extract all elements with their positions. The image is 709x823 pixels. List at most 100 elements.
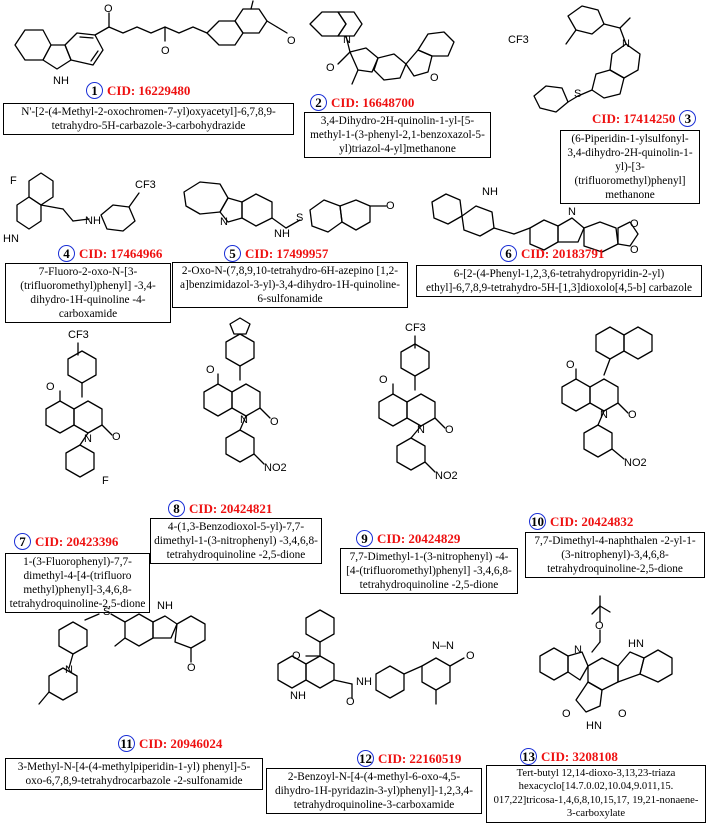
- structure-11: S N NH O: [5, 600, 235, 730]
- compound-number: 9: [356, 530, 373, 547]
- atom-label-o: O: [562, 708, 571, 720]
- compound-cid: CID: 3208108: [541, 748, 618, 764]
- atom-label-nh: NH: [274, 228, 290, 240]
- atom-label-cf3: CF3: [405, 322, 426, 334]
- atom-label-f: F: [10, 175, 17, 187]
- compound-cid: CID: 17499957: [245, 245, 329, 261]
- atom-label-hn: HN: [628, 638, 644, 650]
- compound-cid: CID: 20424821: [189, 500, 273, 516]
- atom-label-cf3: CF3: [508, 34, 529, 46]
- atom-label-hn: HN: [3, 233, 19, 245]
- atom-label-o: O: [270, 416, 279, 428]
- atom-label-nh: NH: [85, 215, 101, 227]
- atom-label-n: N: [343, 34, 351, 46]
- atom-label-o: O: [466, 650, 475, 662]
- compound-cid: CID: 20424832: [550, 513, 634, 529]
- compound-tag-4: 4 CID: 17464966: [58, 245, 162, 262]
- atom-label-nh: NH: [290, 690, 306, 702]
- atom-label-o: O: [379, 374, 388, 386]
- structure-12: O NH O NH N–N O: [277, 609, 502, 730]
- atom-label-f: F: [102, 475, 109, 487]
- compound-number: 7: [14, 533, 31, 550]
- compound-name: 3-Methyl-N-[4-(4-methylpiperidin-1-yl) p…: [5, 758, 263, 790]
- atom-label-o: O: [445, 424, 454, 436]
- atom-label-cf3: CF3: [135, 179, 156, 191]
- compound-cid: CID: 20946024: [139, 735, 223, 751]
- compound-name: 7-Fluoro-2-oxo-N-[3-(trifluoromethyl)phe…: [5, 263, 171, 323]
- structure-13: O N HN O O HN: [500, 595, 709, 750]
- atom-label-n: N: [568, 206, 576, 218]
- atom-label-o: O: [326, 62, 335, 74]
- compound-number: 1: [86, 82, 103, 99]
- compound-cid: CID: 20183791: [521, 245, 605, 261]
- compound-number: 3: [679, 110, 697, 127]
- atom-label-no2: NO2: [435, 470, 458, 482]
- structure-10: O N O NO2: [530, 315, 700, 505]
- structure-5: N S NH O: [180, 180, 410, 250]
- atom-label-nh: NH: [356, 676, 372, 688]
- compound-name: Tert-butyl 12,14-dioxo-3,13,23-triaza he…: [486, 765, 706, 823]
- atom-label-o: O: [595, 620, 604, 632]
- atom-label-o: O: [292, 650, 301, 662]
- compound-name: 3,4-Dihydro-2H-quinolin-1-yl-[5-methyl-1…: [304, 112, 491, 158]
- compound-name: (6-Piperidin-1-ylsulfonyl-3,4-dihydro-2H…: [560, 130, 700, 204]
- atom-label-nh: NH: [53, 75, 69, 87]
- compound-number: 2: [310, 94, 327, 111]
- atom-label-s: S: [103, 606, 111, 618]
- compound-cid: CID: 16229480: [107, 82, 191, 98]
- compound-number: 10: [529, 513, 546, 530]
- atom-label-o: O: [628, 409, 637, 421]
- atom-label-nh: NH: [482, 186, 498, 198]
- atom-label-o: O: [187, 662, 196, 674]
- atom-label-cf3: CF3: [68, 329, 89, 341]
- structure-8: O N O NO2: [178, 317, 318, 508]
- atom-label-no2: NO2: [264, 462, 287, 474]
- compound-name: N'-[2-(4-Methyl-2-oxochromen-7-yl)oxyace…: [3, 103, 294, 135]
- atom-label-n: N: [240, 414, 248, 426]
- compound-cid: CID: 17464966: [79, 245, 163, 261]
- structure-6: NH N O O: [422, 172, 702, 262]
- atom-label-o: O: [630, 244, 639, 256]
- structure-2: N O O: [298, 4, 488, 104]
- atom-label-nh: NH: [157, 600, 173, 612]
- atom-label-o: O: [112, 431, 121, 443]
- atom-label-o: O: [104, 3, 113, 15]
- atom-label-o: O: [630, 218, 639, 230]
- atom-label-n: N: [600, 409, 608, 421]
- compound-tag-5: 5 CID: 17499957: [224, 245, 328, 262]
- compound-name: 7,7-Dimethyl-1-(3-nitrophenyl) -4-[4-(tr…: [340, 548, 518, 594]
- compound-number: 11: [118, 735, 135, 752]
- compound-name: 7,7-Dimethyl-4-naphthalen -2-yl-1-(3-nit…: [525, 532, 705, 578]
- compound-tag-10: 10 CID: 20424832: [529, 513, 633, 530]
- compound-tag-11: 11 CID: 20946024: [118, 735, 222, 752]
- compound-cid: CID: 20424829: [377, 530, 461, 546]
- atom-label-hn: HN: [586, 720, 602, 732]
- compound-number: 4: [58, 245, 75, 262]
- atom-label-s: S: [574, 88, 582, 100]
- compound-name: 6-[2-(4-Phenyl-1,2,3,6-tetrahydropyridin…: [416, 265, 702, 297]
- compound-cid: CID: 16648700: [331, 94, 415, 110]
- atom-label-o: O: [386, 200, 395, 212]
- compound-number: 6: [500, 245, 517, 262]
- atom-label-o: O: [161, 45, 170, 57]
- compound-tag-9: 9 CID: 20424829: [356, 530, 460, 547]
- compound-name: 2-Benzoyl-N-[4-(4-methyl-6-oxo-4,5-dihyd…: [266, 768, 482, 814]
- atom-label-n: N: [65, 664, 73, 676]
- atom-label-o: O: [346, 696, 355, 708]
- compound-tag-2: 2 CID: 16648700: [310, 94, 414, 111]
- compound-tag-12: 12 CID: 22160519: [357, 750, 461, 767]
- structure-4: F HN CF3 NH: [3, 172, 195, 250]
- structure-3: CF3 N S: [508, 4, 703, 114]
- compound-cid: CID: 17414250: [592, 110, 676, 126]
- compound-number: 13: [520, 748, 537, 765]
- compound-tag-7: 7 CID: 20423396: [14, 533, 118, 550]
- atom-label-n: N: [84, 433, 92, 445]
- compound-tag-8: 8 CID: 20424821: [168, 500, 272, 517]
- atom-label-o: O: [46, 381, 55, 393]
- compound-tag-13: 13 CID: 3208108: [520, 748, 618, 765]
- atom-label-o: O: [430, 72, 439, 84]
- compound-tag-6: 6 CID: 20183791: [500, 245, 604, 262]
- compound-name: 1-(3-Fluorophenyl)-7,7-dimethyl-4-[4-(tr…: [5, 553, 150, 613]
- compound-tag-1: 1 CID: 16229480: [86, 82, 190, 99]
- atom-label-n: N: [622, 38, 630, 50]
